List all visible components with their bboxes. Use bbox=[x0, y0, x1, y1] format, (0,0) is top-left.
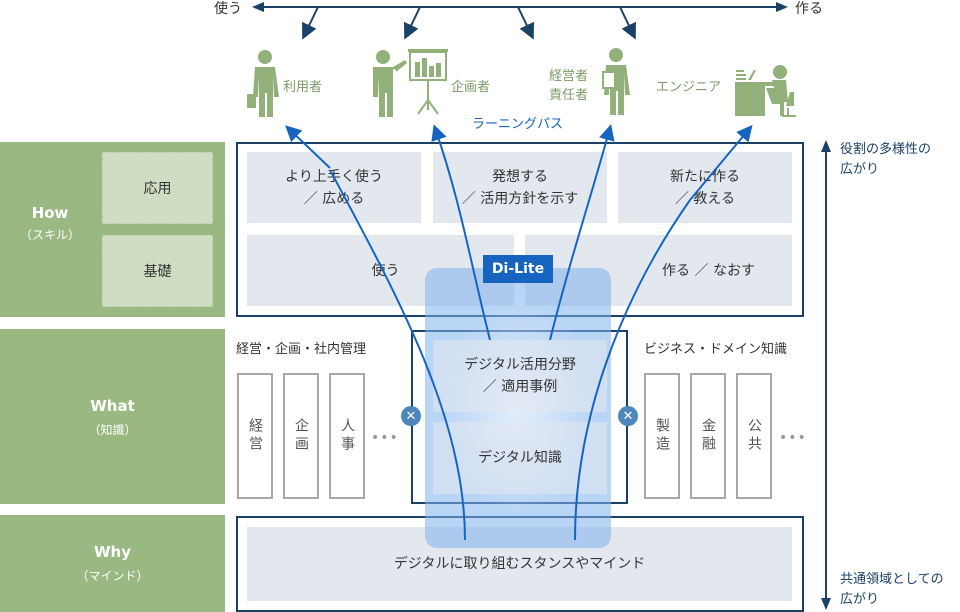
manager-document-icon bbox=[602, 48, 630, 115]
how-advanced-use: より上手く使う／ 広める bbox=[247, 152, 421, 223]
persona-label-manager: 経営者 責任者 bbox=[549, 67, 588, 105]
cell-text: 作る ／ なおす bbox=[662, 262, 755, 279]
domain-box: 公共 bbox=[736, 373, 772, 499]
learning-path-label: ラーニングパス bbox=[472, 117, 564, 132]
domain-box: 経営 bbox=[237, 373, 273, 499]
branch-arrow bbox=[517, 6, 534, 40]
label-line: 共通領域としての bbox=[840, 572, 944, 587]
level-basic: 基礎 bbox=[102, 235, 213, 307]
learning-paths bbox=[285, 124, 753, 541]
learning-path-to-manager bbox=[549, 124, 615, 341]
more-dots: ••• bbox=[779, 430, 807, 446]
why-cell: デジタルに取り組むスタンスやマインド bbox=[247, 527, 792, 601]
learning-path-to-engineer bbox=[574, 199, 691, 541]
what-right-group-title: ビジネス・ドメイン知識 bbox=[644, 342, 788, 357]
engineer-desk-icon bbox=[735, 65, 796, 117]
axis-right-label: 作る bbox=[795, 1, 823, 17]
domain-box: 企画 bbox=[283, 373, 319, 499]
category-how: How （スキル） 応用 基礎 bbox=[0, 142, 225, 317]
label-line: 広がり bbox=[840, 162, 880, 177]
how-advanced-plan: 発想する ／ 活用方針を示す bbox=[433, 152, 607, 223]
more-dots: ••• bbox=[371, 430, 399, 446]
axis-left-label: 使う bbox=[214, 1, 242, 17]
cross-icon: ✕ bbox=[401, 406, 421, 426]
learning-path-to-user-head bbox=[285, 125, 331, 169]
category-what-subtitle: （知識） bbox=[88, 423, 137, 437]
presenter-chart-icon bbox=[373, 49, 448, 117]
learning-path-to-engineer-head bbox=[689, 124, 753, 201]
why-text: デジタルに取り組むスタンスやマインド bbox=[393, 556, 646, 572]
label-line: 広がり bbox=[840, 592, 880, 607]
domain-box: 製造 bbox=[644, 373, 680, 499]
cell-text: デジタル知識 bbox=[478, 450, 562, 466]
side-axis-top-label: 役割の多様性の 広がり bbox=[840, 140, 931, 180]
how-advanced-create: 新たに作る ／ 教える bbox=[618, 152, 792, 223]
cell-line: ／ 教える bbox=[674, 190, 736, 207]
label-line: 責任者 bbox=[549, 88, 589, 103]
persona-label-user: 利用者 bbox=[283, 80, 323, 95]
branch-arrow bbox=[302, 6, 319, 40]
side-axis-arrow bbox=[821, 140, 831, 610]
category-what-title: What bbox=[90, 397, 135, 415]
businessman-briefcase-icon bbox=[247, 50, 279, 117]
branch-arrow bbox=[404, 6, 421, 40]
cell-line: 新たに作る bbox=[670, 168, 740, 185]
cell-line: ／ 適用事例 bbox=[482, 379, 558, 395]
domain-box: 人事 bbox=[329, 373, 365, 499]
domain-box: 金融 bbox=[690, 373, 726, 499]
label-line: 経営者 bbox=[549, 69, 589, 84]
digital-field-cell: デジタル活用分野 ／ 適用事例 bbox=[433, 340, 607, 412]
cross-icon: ✕ bbox=[618, 406, 638, 426]
cell-line: ／ 活用方針を示す bbox=[461, 190, 579, 207]
category-why-subtitle: （マインド） bbox=[76, 569, 149, 583]
category-how-title: How bbox=[31, 204, 69, 222]
side-axis-bottom-label: 共通領域としての 広がり bbox=[840, 570, 944, 610]
learning-path-to-user bbox=[329, 169, 466, 541]
persona-label-planner: 企画者 bbox=[451, 80, 491, 95]
di-lite-badge: Di-Lite bbox=[483, 255, 553, 283]
persona-label-engineer: エンジニア bbox=[656, 80, 722, 95]
top-axis-arrow bbox=[252, 2, 788, 12]
category-why: Why （マインド） bbox=[0, 515, 225, 612]
label-line: 役割の多様性の bbox=[840, 142, 932, 157]
category-how-subtitle: （スキル） bbox=[19, 228, 80, 242]
level-advanced: 応用 bbox=[102, 152, 213, 224]
learning-path-to-planner bbox=[431, 124, 491, 341]
category-what: What （知識） bbox=[0, 329, 225, 504]
cell-line: デジタル活用分野 bbox=[464, 357, 576, 373]
branch-arrow bbox=[619, 6, 636, 40]
cell-text: 使う bbox=[371, 262, 400, 279]
cell-line: 発想する bbox=[491, 168, 548, 185]
cell-line: ／ 広める bbox=[303, 190, 365, 207]
what-left-group-title: 経営・企画・社内管理 bbox=[236, 342, 367, 357]
category-why-title: Why bbox=[93, 543, 131, 561]
